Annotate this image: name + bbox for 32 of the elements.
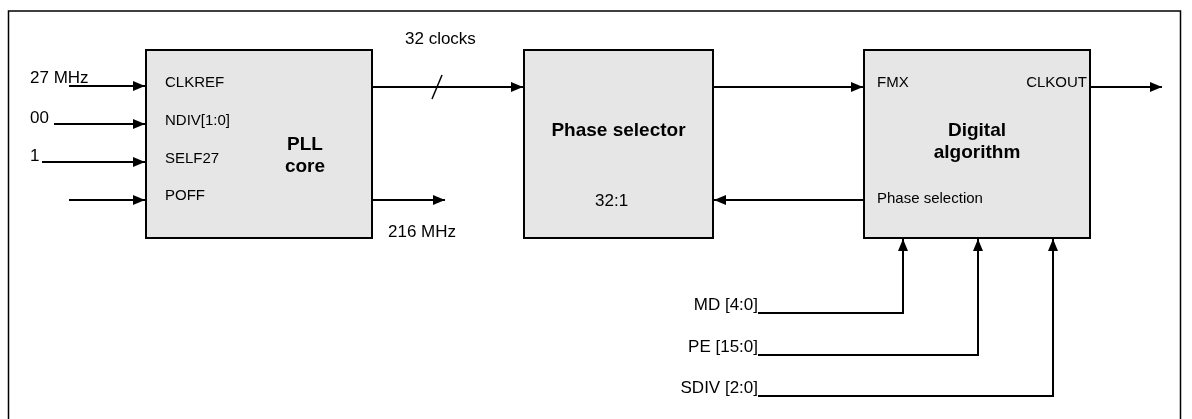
port-label: POFF xyxy=(165,186,205,204)
port-label: Phase selection xyxy=(877,189,983,207)
input-label: SDIV [2:0] xyxy=(650,378,758,397)
input-label: MD [4:0] xyxy=(672,295,758,314)
input-label: 1 xyxy=(30,146,42,165)
algorithm-block xyxy=(863,49,1091,239)
arrow xyxy=(372,195,446,205)
pll-block xyxy=(145,49,373,239)
port-label: CLKREF xyxy=(165,73,225,91)
input-label: 27 MHz xyxy=(30,68,88,87)
arrow xyxy=(713,195,864,205)
arrow xyxy=(68,195,146,205)
input-label: 00 xyxy=(30,108,54,127)
port-label: CLKOUT xyxy=(1026,73,1087,91)
port-label: SELF27 xyxy=(165,149,220,167)
arrow xyxy=(41,157,146,167)
block-title: PLL core xyxy=(283,133,327,177)
arrow xyxy=(68,81,146,91)
arrow xyxy=(757,238,908,314)
port-label: NDIV[1:0] xyxy=(165,111,231,129)
port-label: FMX xyxy=(877,73,909,91)
arrow xyxy=(757,238,1058,397)
ratio-label: 32:1 xyxy=(595,191,629,211)
arrow xyxy=(53,119,146,129)
arrow xyxy=(1090,82,1163,92)
arrow xyxy=(372,82,524,92)
block-title: Phase selector xyxy=(550,119,687,141)
input-label: PE [15:0] xyxy=(662,337,758,356)
arrow xyxy=(757,238,983,356)
block-title: Digital algorithm xyxy=(932,119,1022,163)
selector-block xyxy=(523,49,714,239)
arrow xyxy=(713,82,864,92)
